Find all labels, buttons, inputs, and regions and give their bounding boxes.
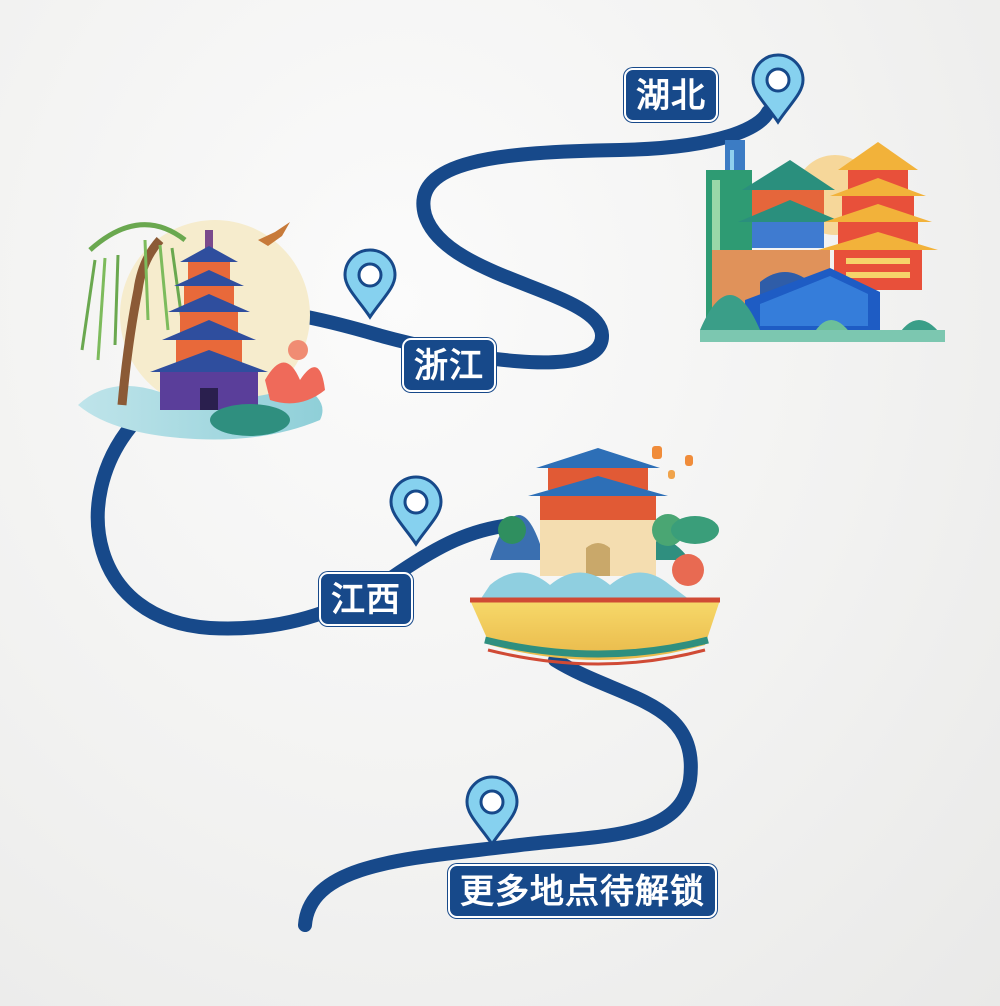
route-path: [90, 418, 517, 636]
location-pin-icon: [465, 775, 519, 847]
location-label-zhejiang[interactable]: 浙江: [402, 338, 496, 392]
location-pin-icon: [751, 53, 805, 125]
location-label-jiangxi[interactable]: 江西: [319, 572, 413, 626]
location-pin-icon: [343, 248, 397, 320]
route-path: [298, 653, 698, 932]
location-label-more-to-unlock[interactable]: 更多地点待解锁: [448, 864, 717, 918]
leifeng-pagoda-illustration: [78, 220, 325, 440]
yellow-crane-tower-illustration: [700, 140, 945, 342]
route-path: [223, 105, 775, 370]
location-label-hubei[interactable]: 湖北: [624, 68, 718, 122]
tengwang-pavilion-illustration: [470, 446, 720, 666]
location-pin-icon: [389, 475, 443, 547]
